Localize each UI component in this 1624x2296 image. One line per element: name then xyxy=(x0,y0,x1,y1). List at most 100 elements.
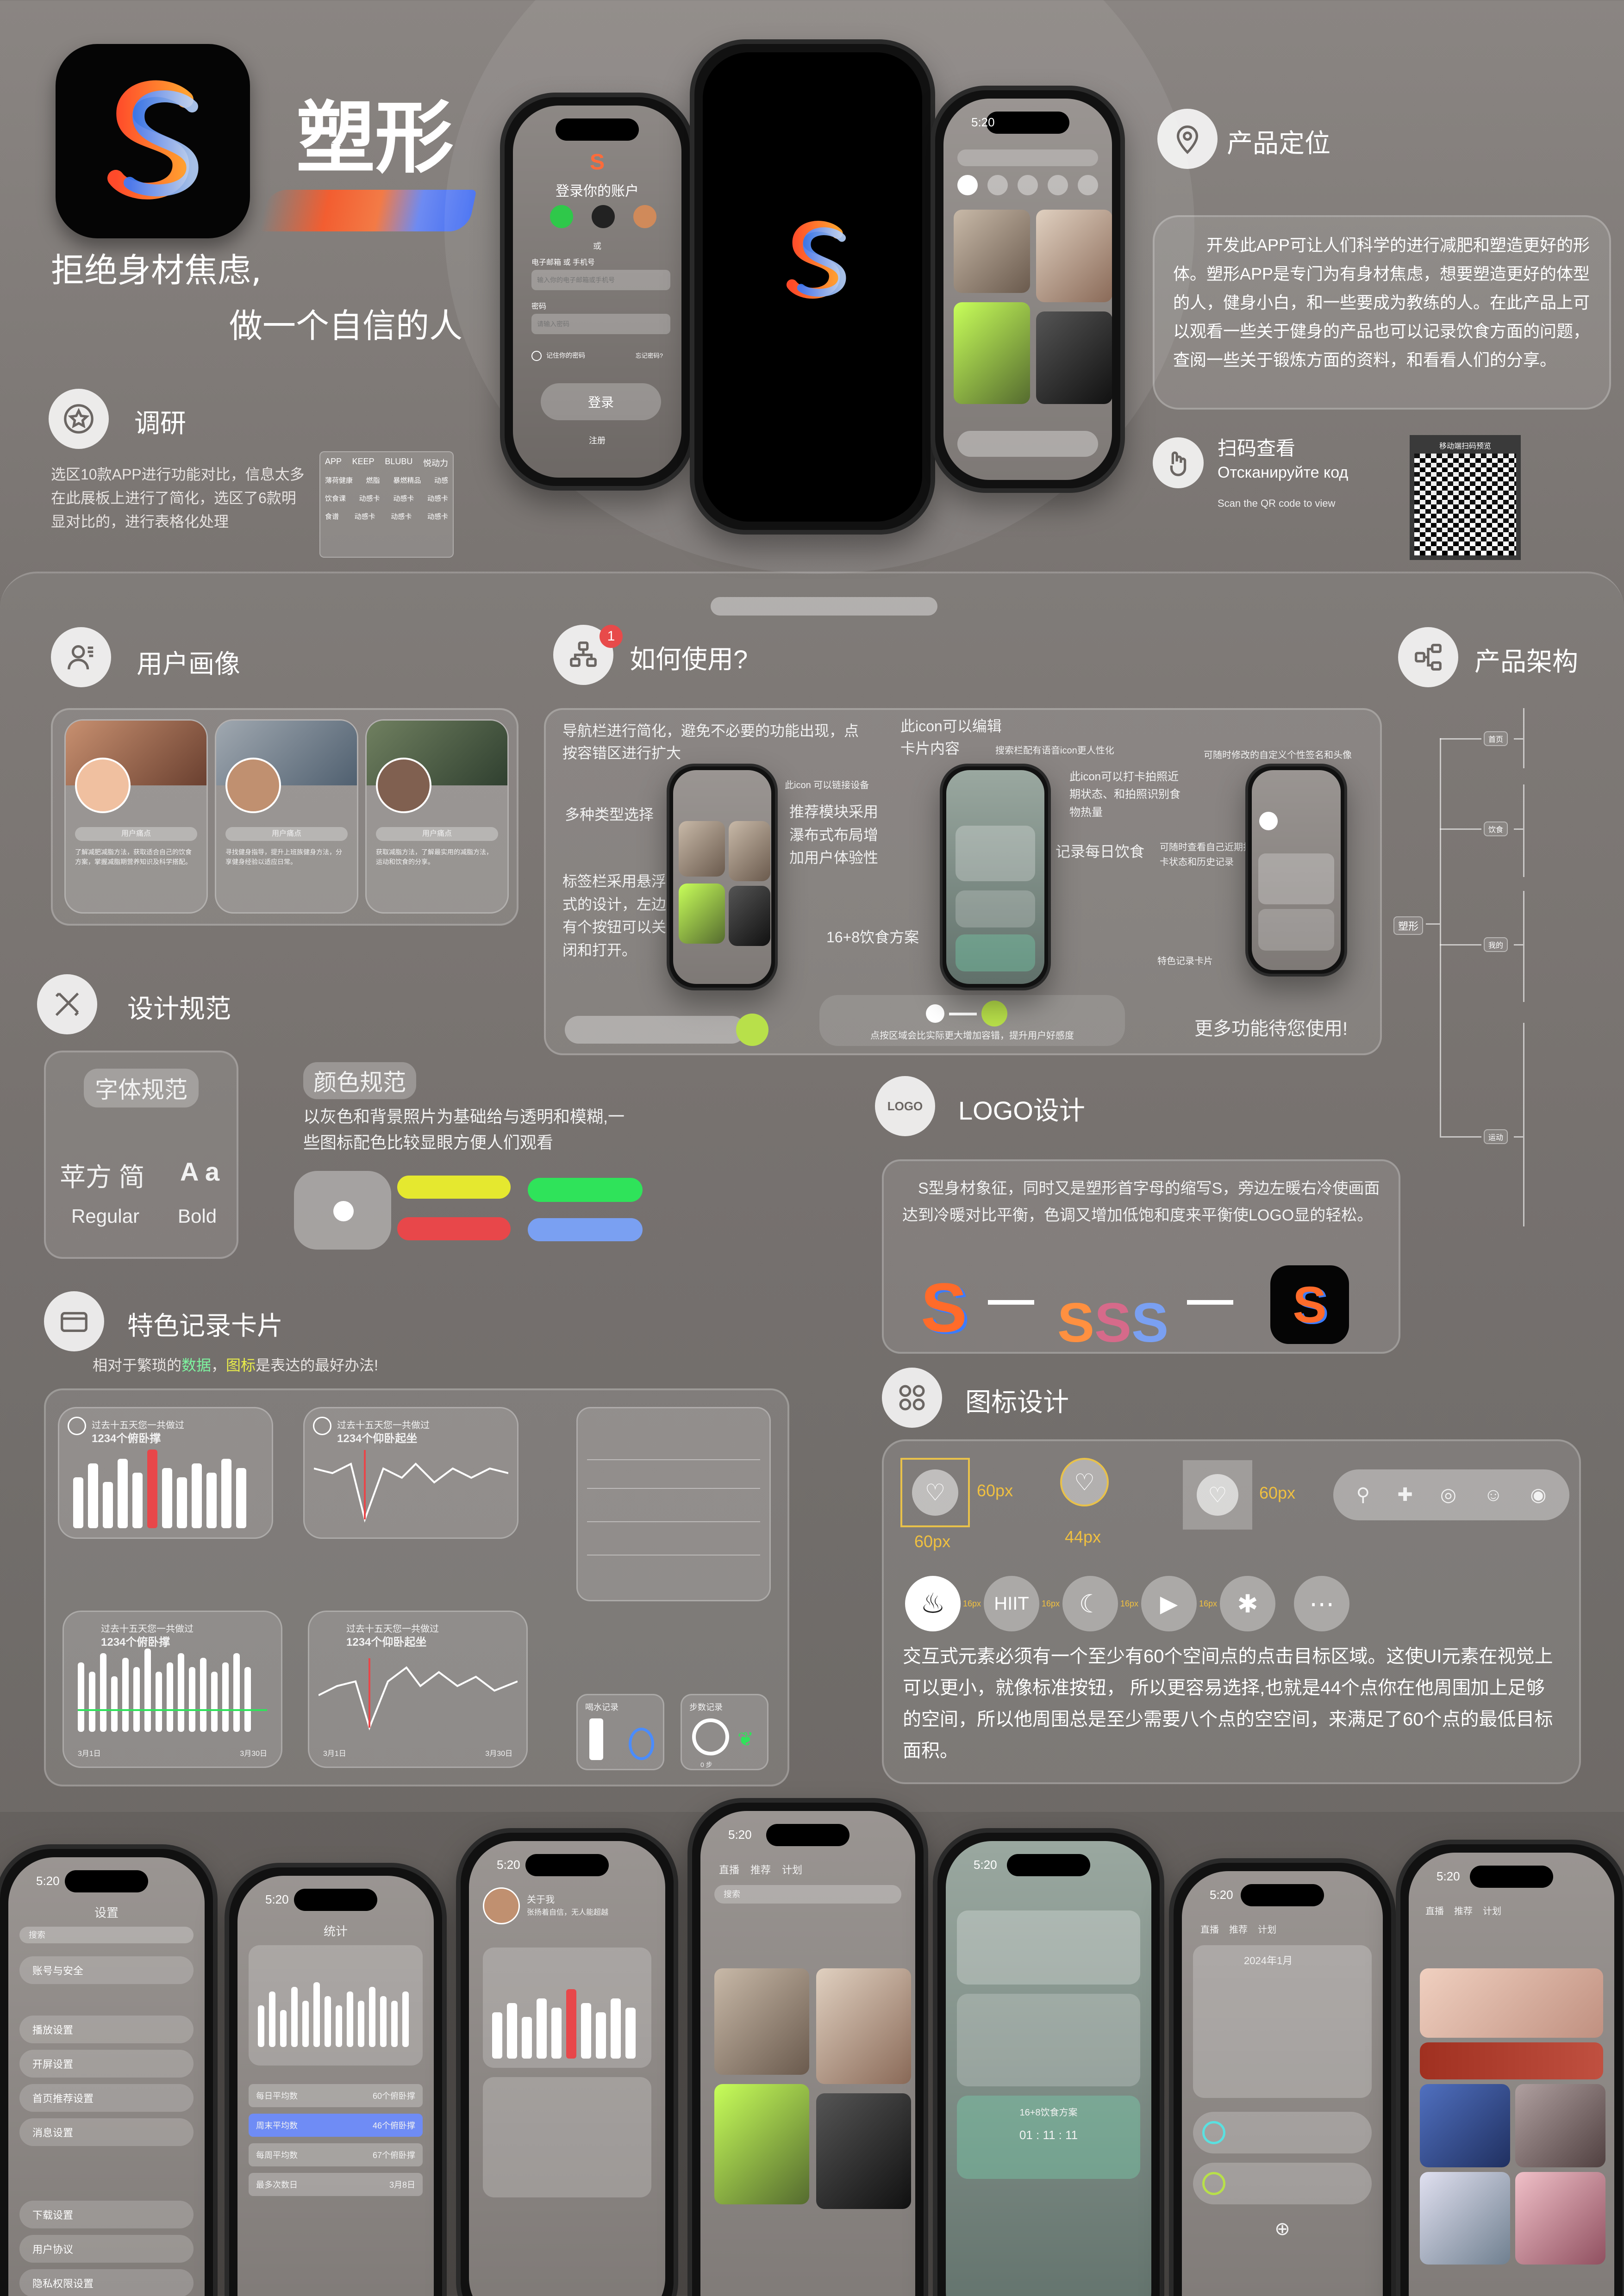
bar xyxy=(89,1672,95,1732)
bar-series xyxy=(73,1450,251,1528)
stats-chart xyxy=(249,1945,423,2066)
register-link[interactable]: 注册 xyxy=(589,436,606,445)
list-item[interactable]: 下载设置 xyxy=(19,2201,194,2228)
feed-card[interactable] xyxy=(714,2084,809,2204)
tab-live[interactable]: 直播 xyxy=(719,1864,740,1876)
feed-tabs[interactable]: 直播 推荐 计划 xyxy=(719,1862,802,1877)
footprints-icon: ❦ xyxy=(737,1728,754,1750)
sample-tabbar[interactable]: ⚲ ✚ ◎ ☺ ◉ xyxy=(1333,1469,1569,1520)
architecture-tree: 塑形 首页 饮食 我的 运动 xyxy=(1389,703,1611,1226)
bar xyxy=(380,1996,387,2047)
search-input[interactable]: 搜索 xyxy=(19,1927,194,1943)
diet-summary-card xyxy=(957,1910,1140,1985)
bar xyxy=(391,2001,398,2047)
feed-card[interactable] xyxy=(1036,210,1112,302)
feed-card[interactable] xyxy=(1420,1968,1603,2038)
list-item[interactable]: 隐私权限设置 xyxy=(19,2269,194,2296)
qr-code[interactable]: 移动端扫码预览 xyxy=(1410,435,1521,560)
feed-card[interactable] xyxy=(954,210,1030,293)
fasting-card: 16+8饮食方案 01 : 11 : 11 xyxy=(957,2096,1140,2179)
plan-item[interactable] xyxy=(1193,2112,1372,2153)
feed-card[interactable] xyxy=(1420,2172,1510,2265)
cards-subtitle: 相对于繁琐的数据，图标是表达的最好办法! xyxy=(93,1357,378,1374)
feed-card[interactable] xyxy=(954,302,1030,404)
tab-recommend[interactable]: 推荐 xyxy=(750,1864,771,1876)
diet-list-card xyxy=(957,1994,1140,2086)
bar-series xyxy=(78,1649,256,1741)
slogan-line-1: 拒绝身材焦虑, xyxy=(51,251,262,290)
list-item[interactable]: 首页推荐设置 xyxy=(19,2084,194,2112)
feed-card[interactable] xyxy=(816,2093,911,2209)
bar xyxy=(221,1459,231,1528)
yoga-icon[interactable]: ☾ xyxy=(1062,1576,1118,1631)
forgot-link[interactable]: 忘记密码? xyxy=(635,352,663,359)
hit-target-44: ♡ xyxy=(1060,1458,1109,1506)
hiit-icon[interactable] xyxy=(987,175,1008,195)
login-button[interactable]: 登录 xyxy=(541,383,661,420)
stretch-icon[interactable]: ✱ xyxy=(1220,1576,1275,1631)
more-icon[interactable] xyxy=(1077,175,1098,195)
list-item[interactable]: 播放设置 xyxy=(19,2016,194,2043)
toggle-icon[interactable]: ◉ xyxy=(1530,1485,1547,1505)
add-plan-icon[interactable]: ⊕ xyxy=(1274,2219,1290,2239)
icons-desc: 交互式元素必须有一个至少有60个空间点的点击目标区域。这使UI元素在视觉上可以更… xyxy=(903,1646,1553,1761)
search-input[interactable]: 搜索 xyxy=(714,1885,901,1904)
search-input[interactable] xyxy=(957,149,1098,166)
plan-item[interactable] xyxy=(1193,2163,1372,2204)
password-input[interactable] xyxy=(531,314,670,334)
profile-name: 关于我 xyxy=(527,1895,555,1905)
list-item[interactable]: 消息设置 xyxy=(19,2118,194,2146)
research-icon xyxy=(49,389,109,449)
feed-card[interactable] xyxy=(714,1968,809,2075)
pain-point-desc: 获取减脂方法，了解最实用的减脂方法，运动和饮食的分享。 xyxy=(376,848,493,865)
feed-card[interactable] xyxy=(1515,2172,1605,2265)
feed-card[interactable] xyxy=(1036,311,1112,404)
note-diet: 记录每日饮食 xyxy=(1056,843,1145,860)
bike-icon[interactable]: ⚲ xyxy=(1356,1485,1370,1505)
more-icon[interactable]: ⋯ xyxy=(1294,1576,1349,1631)
apple-login-icon[interactable] xyxy=(592,205,615,228)
bar xyxy=(492,2012,502,2059)
list-item[interactable]: 开屏设置 xyxy=(19,2050,194,2078)
line-chart-card xyxy=(483,2077,651,2197)
steps-ring xyxy=(692,1718,729,1755)
bar xyxy=(100,1653,106,1732)
list-item[interactable]: 用户协议 xyxy=(19,2235,194,2263)
yoga-icon[interactable] xyxy=(1017,175,1038,195)
avatar[interactable] xyxy=(483,1887,520,1924)
fire-icon[interactable] xyxy=(957,175,978,195)
feed-card[interactable] xyxy=(1420,2084,1510,2167)
howto-tabbar[interactable] xyxy=(565,1016,745,1044)
location-icon xyxy=(1157,109,1218,169)
hiit-icon[interactable]: HIIT xyxy=(984,1576,1039,1631)
feed-card[interactable] xyxy=(1515,2084,1605,2167)
calendar-grid[interactable]: 2024年1月 xyxy=(1193,1945,1372,2098)
feed-card[interactable] xyxy=(1420,2042,1603,2079)
tab-bar[interactable] xyxy=(957,431,1098,457)
phone-input[interactable] xyxy=(531,270,670,290)
bar xyxy=(144,1649,151,1732)
bar xyxy=(507,2003,517,2059)
category-tabs[interactable] xyxy=(953,175,1103,203)
fire-icon[interactable]: ♨ xyxy=(905,1576,961,1631)
diet-phone: 5:20 16+8饮食方案 01 : 11 : 11 xyxy=(933,1828,1164,2296)
video-icon[interactable]: ▶ xyxy=(1141,1576,1197,1631)
food-icon[interactable]: ✚ xyxy=(1397,1485,1413,1505)
feed-card[interactable] xyxy=(816,1968,911,2084)
wechat-login-icon[interactable] xyxy=(550,205,573,228)
howto-toggle-icon[interactable] xyxy=(736,1014,768,1046)
user-icon[interactable]: ☺ xyxy=(1484,1484,1503,1505)
remember-checkbox[interactable] xyxy=(531,351,542,361)
other-login-icon[interactable] xyxy=(633,205,656,228)
tab-plan[interactable]: 计划 xyxy=(782,1864,803,1876)
bar-series xyxy=(258,1982,413,2052)
bar xyxy=(78,1662,84,1732)
feed-tabs[interactable]: 直播 推荐 计划 xyxy=(1425,1906,1501,1916)
planet-icon[interactable]: ◎ xyxy=(1440,1485,1456,1505)
list-item[interactable]: 账号与安全 xyxy=(19,1956,194,1984)
calendar-tabs[interactable]: 直播 推荐 计划 xyxy=(1200,1925,1276,1935)
video-icon[interactable] xyxy=(1047,175,1068,195)
positioning-desc: 开发此APP可让人们科学的进行减肥和塑造更好的形体。塑形APP是专门为有身材焦虑… xyxy=(1173,236,1590,369)
login-phone: S 登录你的账户 或 电子邮箱 或 手机号 密码 记住你的密码 忘记密码? 登录… xyxy=(500,93,694,491)
